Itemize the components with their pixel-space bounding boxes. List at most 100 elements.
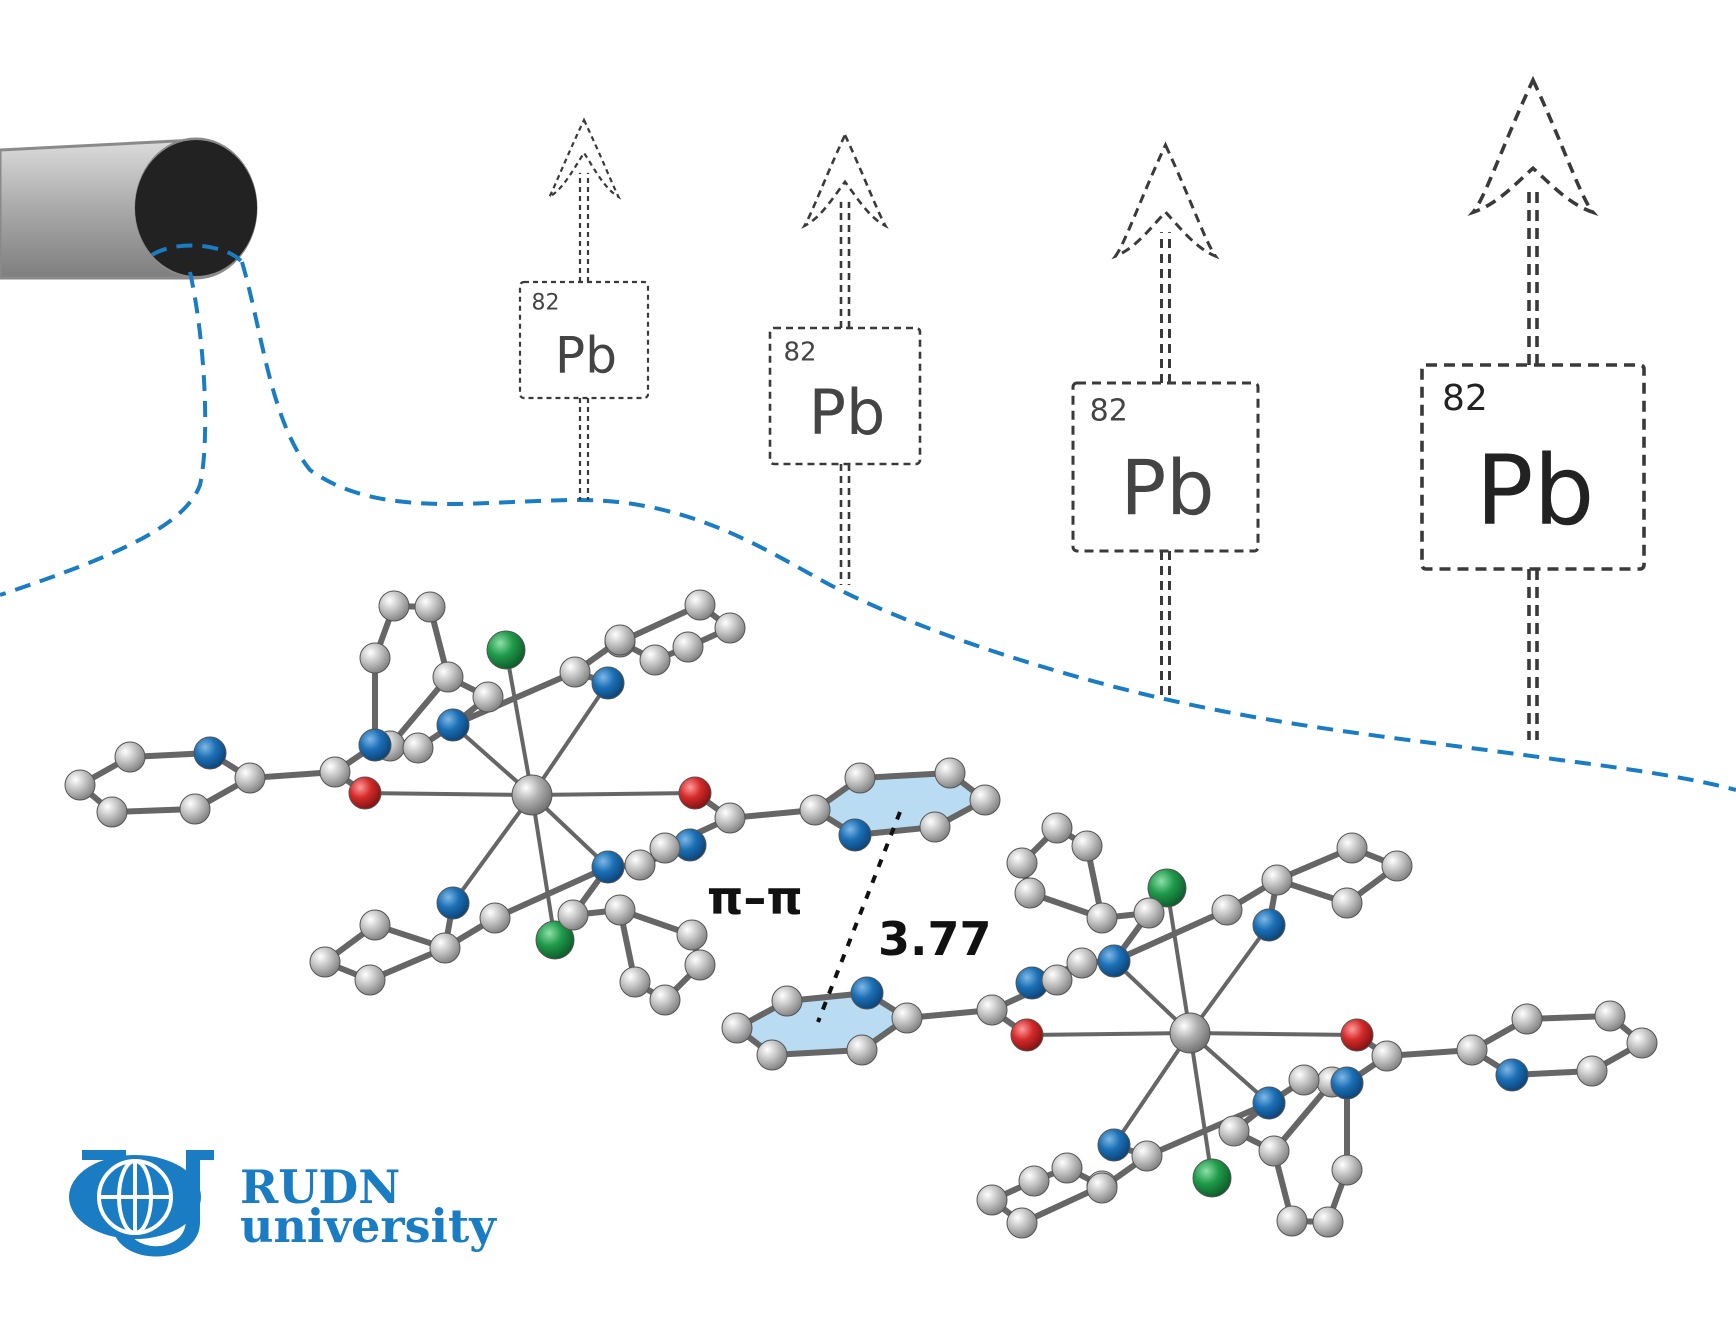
carbon-atom [1006, 1207, 1038, 1239]
carbon-atom [1131, 1140, 1163, 1172]
brand-subtitle: university [240, 1199, 497, 1253]
arrow-up-icon [801, 131, 889, 229]
carbon-atom [639, 644, 671, 676]
carbon-atom [604, 624, 636, 656]
carbon-atom [624, 849, 656, 881]
pi-stacking-line [816, 811, 902, 1023]
flow-line-surface [240, 261, 1736, 792]
atomic-number: 82 [1442, 378, 1488, 419]
carbon-atom [1576, 1055, 1608, 1087]
carbon-atom [359, 642, 391, 674]
element-symbol: Pb [809, 376, 886, 449]
pi-stacking-annotation: π–π 3.77 [707, 811, 992, 1023]
carbon-atom [179, 793, 211, 825]
carbon-atom [1051, 1152, 1083, 1184]
carbon-atom [309, 946, 341, 978]
carbon-atom [1336, 832, 1368, 864]
bond [1165, 886, 1192, 1035]
carbon-atom [472, 681, 504, 713]
carbon-atom [414, 591, 446, 623]
carbon-atom [1018, 1165, 1050, 1197]
carbon-atom [64, 769, 96, 801]
atomic-number: 82 [1090, 394, 1128, 429]
nitrogen-atom [591, 850, 625, 884]
element-tile-box [518, 280, 650, 400]
carbon-atom [1006, 847, 1038, 879]
carbon-atom [891, 1002, 923, 1034]
carbon-atom [479, 902, 511, 934]
chlorine-atom [486, 630, 526, 670]
element-symbol: Pb [1120, 443, 1214, 532]
atoms [64, 589, 1001, 1016]
bond [1144, 1100, 1272, 1159]
bond [451, 793, 534, 905]
chlorine-atom [1147, 868, 1187, 908]
oxygen-atom [348, 776, 382, 810]
carbon-atom [799, 794, 831, 826]
pi-stacking-label: π–π [707, 871, 803, 925]
carbon-atom [684, 589, 716, 621]
nitrogen-atom [591, 666, 625, 700]
carbon-atom [1331, 1154, 1363, 1186]
bond [363, 791, 534, 797]
nitrogen-atom [1330, 1066, 1364, 1100]
nitrogen-atom [436, 886, 470, 920]
carbon-atom [684, 949, 716, 981]
chlorine-atom [535, 920, 575, 960]
nitrogen-atom [1252, 908, 1286, 942]
coordination-complexes [64, 589, 1658, 1239]
carbon-atom [604, 894, 636, 926]
carbon-atom [559, 656, 591, 688]
flow-line [0, 243, 1736, 792]
nitrogen-atom [838, 818, 872, 852]
carbon-atom [771, 985, 803, 1017]
arrow-up-icon [1467, 75, 1599, 217]
carbon-atom [1086, 902, 1118, 934]
bond [1188, 1031, 1359, 1037]
carbon-atom [1511, 1003, 1543, 1035]
carbon-atom [1626, 1027, 1658, 1059]
carbon-atom [1371, 1040, 1403, 1072]
bond [450, 669, 578, 728]
oxygen-atom [1010, 1018, 1044, 1052]
nitrogen-atom [1495, 1058, 1529, 1092]
carbon-atom [1456, 1034, 1488, 1066]
oxygen-atom [678, 776, 712, 810]
element-symbol: Pb [1476, 435, 1595, 547]
carbon-atom [354, 964, 386, 996]
nitrogen-atom [850, 976, 884, 1010]
arrow-up-icon [546, 117, 622, 200]
metal-atom [1169, 1012, 1211, 1054]
bond [530, 791, 697, 797]
complex-2 [721, 812, 1658, 1239]
atomic-number: 82 [784, 338, 817, 368]
bond [1025, 1031, 1192, 1037]
carbon-atom [714, 612, 746, 644]
flow-line-outlet [150, 243, 244, 264]
rudn-logo: RUDN university [69, 1150, 497, 1257]
bond [504, 648, 534, 797]
carbon-atom [1261, 864, 1293, 896]
element-tile-box [1420, 363, 1646, 571]
carbon-atom [96, 796, 128, 828]
carbon-atom [1133, 897, 1165, 929]
bond [530, 793, 557, 942]
carbon-atom [319, 756, 351, 788]
carbon-atom [649, 984, 681, 1016]
carbon-atom [402, 732, 434, 764]
carbon-atom [1381, 850, 1413, 882]
rudn-emblem-icon [69, 1150, 214, 1257]
metal-atom [511, 774, 553, 816]
nitrogen-atom [436, 708, 470, 742]
carbon-atom [969, 784, 1001, 816]
carbon-atom [714, 802, 746, 834]
carbon-atom [1071, 830, 1103, 862]
carbon-atom [721, 1012, 753, 1044]
carbon-atom [976, 1184, 1008, 1216]
carbon-atom [359, 909, 391, 941]
carbon-atom [1276, 1205, 1308, 1237]
